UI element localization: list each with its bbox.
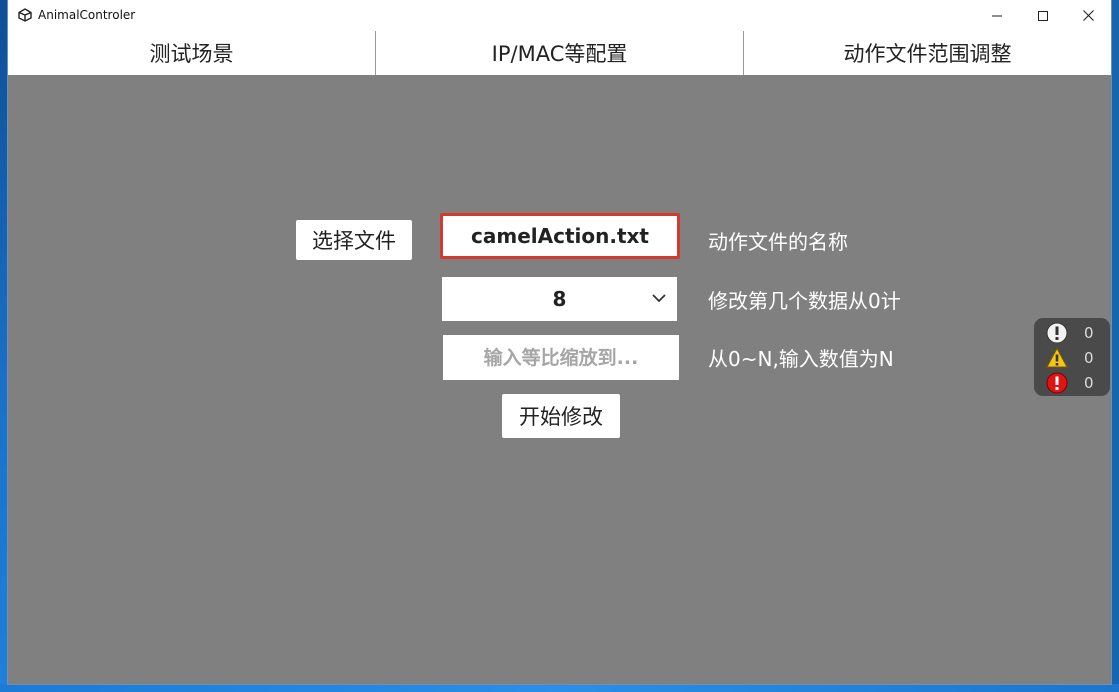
- warning-icon: [1046, 347, 1068, 368]
- error-counter[interactable]: 0: [1046, 372, 1106, 394]
- info-count: 0: [1084, 324, 1094, 342]
- scale-description: 从0~N,输入数值为N: [708, 347, 894, 371]
- minimize-icon: [992, 15, 1002, 16]
- start-modify-button[interactable]: 开始修改: [502, 394, 620, 438]
- info-counter[interactable]: 0: [1046, 322, 1106, 344]
- tab-divider: [743, 31, 744, 75]
- maximize-button[interactable]: [1020, 0, 1066, 31]
- index-description: 修改第几个数据从0计: [708, 289, 901, 313]
- warning-count: 0: [1084, 349, 1094, 367]
- console-counter-panel[interactable]: 0 0 0: [1034, 318, 1110, 396]
- warning-counter[interactable]: 0: [1046, 347, 1106, 369]
- file-name-description: 动作文件的名称: [708, 230, 848, 254]
- chevron-down-icon: [652, 294, 666, 303]
- main-panel: 选择文件 camelAction.txt 动作文件的名称 8 修改第几个数据从0…: [8, 75, 1111, 684]
- maximize-icon: [1038, 10, 1048, 21]
- info-icon: [1046, 322, 1068, 344]
- select-file-button[interactable]: 选择文件: [296, 220, 412, 260]
- close-icon: [1082, 10, 1094, 21]
- tab-ip-mac-config[interactable]: IP/MAC等配置: [491, 42, 628, 66]
- tab-test-scene[interactable]: 测试场景: [149, 42, 234, 66]
- title-bar[interactable]: AnimalControler: [8, 0, 1111, 31]
- index-dropdown[interactable]: 8: [442, 277, 677, 321]
- file-name-field[interactable]: camelAction.txt: [440, 213, 680, 259]
- unity-logo-icon: [18, 8, 32, 22]
- index-dropdown-value: 8: [552, 287, 567, 311]
- window-title: AnimalControler: [38, 8, 136, 22]
- minimize-button[interactable]: [974, 0, 1020, 31]
- tab-action-file-range[interactable]: 动作文件范围调整: [843, 42, 1012, 66]
- scale-input[interactable]: [443, 335, 679, 380]
- close-button[interactable]: [1065, 0, 1111, 31]
- desktop-background-left: [0, 0, 8, 692]
- tab-bar: 测试场景 IP/MAC等配置 动作文件范围调整: [8, 31, 1111, 75]
- tab-divider: [375, 31, 376, 75]
- error-icon: [1046, 372, 1068, 394]
- app-window: AnimalControler 测试场景 IP/MAC等配置 动作文件范围调整 …: [8, 0, 1111, 684]
- desktop-taskbar-edge: [0, 684, 1119, 692]
- error-count: 0: [1084, 374, 1094, 392]
